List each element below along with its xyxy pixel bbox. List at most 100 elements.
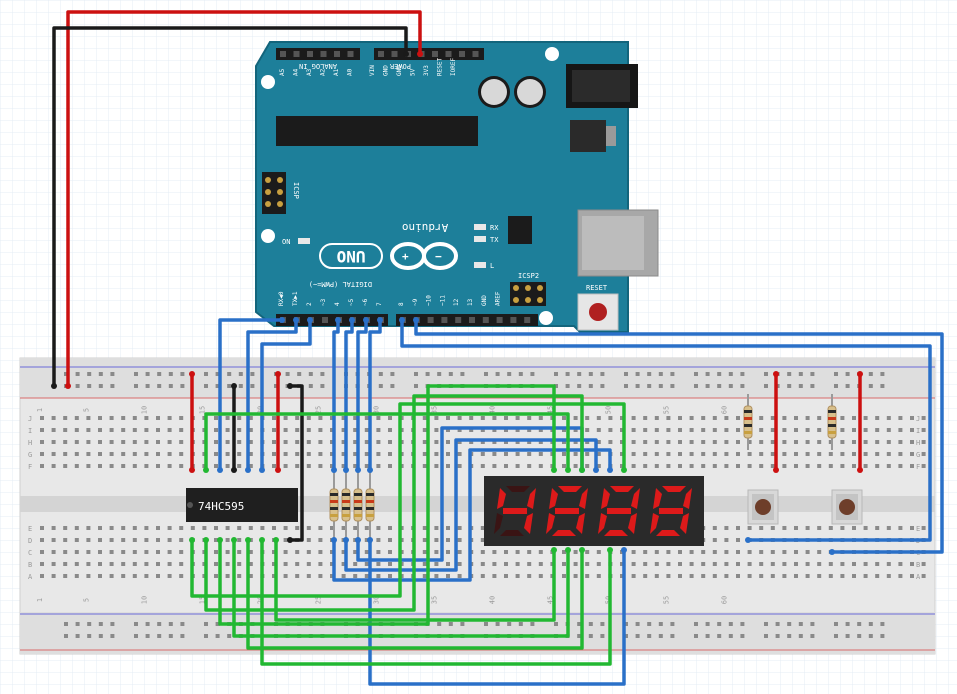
uno-label: UNO <box>337 247 366 266</box>
breadboard-hole <box>527 428 532 432</box>
breadboard-hole <box>620 428 624 432</box>
rail-hole <box>204 622 208 626</box>
breadboard-hole <box>179 562 184 566</box>
breadboard-hole <box>747 562 752 566</box>
reset-label: RESET <box>586 284 608 292</box>
breadboard-hole <box>121 526 126 530</box>
rail-hole <box>134 622 138 626</box>
breadboard-hole <box>295 440 300 444</box>
resistor <box>329 470 339 540</box>
breadboard-hole <box>74 464 79 468</box>
breadboard-hole <box>805 464 810 468</box>
breadboard-hole <box>805 452 810 456</box>
segment-a <box>506 486 530 492</box>
breadboard-hole <box>910 416 914 420</box>
rail-hole <box>134 384 138 388</box>
breadboard-hole <box>480 428 485 432</box>
segment-a <box>610 486 634 492</box>
breadboard-hole <box>469 416 474 420</box>
breadboard-hole <box>63 416 68 420</box>
segment-f <box>653 488 662 509</box>
rail-hole <box>87 634 92 638</box>
breadboard-hole <box>504 574 508 578</box>
breadboard-hole <box>237 562 242 566</box>
breadboard-hole <box>770 452 775 456</box>
breadboard-hole <box>364 526 369 530</box>
rail-hole <box>880 622 885 626</box>
breadboard-hole <box>156 538 160 542</box>
breadboard-hole <box>608 428 613 432</box>
breadboard-hole <box>330 428 334 432</box>
breadboard-hole <box>74 526 79 530</box>
breadboard-hole <box>631 440 636 444</box>
rail-hole <box>530 372 535 376</box>
breadboard-hole <box>770 440 775 444</box>
breadboard-hole <box>596 574 601 578</box>
breadboard-hole <box>63 538 68 542</box>
breadboard-hole <box>620 562 624 566</box>
breadboard-hole <box>248 562 253 566</box>
rail-hole <box>658 634 663 638</box>
breadboard-hole <box>794 452 798 456</box>
breadboard-hole <box>608 416 613 420</box>
breadboard-hole <box>376 428 381 432</box>
breadboard-hole <box>863 574 868 578</box>
rail-hole <box>378 384 383 388</box>
segment-b <box>527 488 536 509</box>
rail-hole <box>320 384 325 388</box>
breadboard-hole <box>318 550 323 554</box>
breadboard-hole <box>492 452 497 456</box>
breadboard-hole <box>759 550 764 554</box>
rail-hole <box>798 622 803 626</box>
power-label: POWER <box>389 62 411 70</box>
breadboard-hole <box>190 526 195 530</box>
resistor <box>341 470 351 540</box>
chip-notch <box>187 502 193 508</box>
rail-hole <box>577 634 582 638</box>
rail-hole <box>647 384 652 388</box>
rail-hole <box>868 622 873 626</box>
breadboard-hole <box>562 416 566 420</box>
breadboard-hole <box>306 550 311 554</box>
breadboard-hole <box>921 526 926 530</box>
rail-hole <box>834 634 838 638</box>
rail-hole <box>857 634 862 638</box>
column-number: 5 <box>82 408 90 412</box>
breadboard-hole <box>132 538 137 542</box>
breadboard-hole <box>875 440 880 444</box>
breadboard-hole <box>434 452 439 456</box>
segment-f <box>601 488 610 509</box>
reset-button[interactable] <box>577 293 619 331</box>
arduino-label: Arduino <box>402 221 448 234</box>
breadboard-hole <box>225 562 230 566</box>
breadboard-hole <box>283 562 288 566</box>
breadboard-hole <box>782 464 787 468</box>
reset-button-cap[interactable] <box>589 303 607 321</box>
breadboard-hole <box>341 416 346 420</box>
push-button[interactable] <box>747 489 779 525</box>
breadboard-hole <box>724 428 729 432</box>
breadboard-hole <box>805 562 810 566</box>
rail-hole <box>390 384 395 388</box>
breadboard-hole <box>237 440 242 444</box>
breadboard-hole <box>631 428 636 432</box>
push-button[interactable] <box>831 489 863 525</box>
rail-hole <box>110 384 115 388</box>
breadboard-hole <box>747 574 752 578</box>
breadboard-hole <box>712 416 717 420</box>
breadboard-hole <box>51 526 56 530</box>
usb-connector-inner <box>582 216 644 270</box>
breadboard-hole <box>364 464 369 468</box>
column-number: 15 <box>198 406 206 414</box>
rail-hole <box>728 622 733 626</box>
breadboard-hole <box>770 574 775 578</box>
breadboard-hole <box>283 574 288 578</box>
breadboard-hole <box>422 428 427 432</box>
breadboard-hole <box>515 428 520 432</box>
breadboard-hole <box>457 538 462 542</box>
breadboard-hole <box>480 526 485 530</box>
rail-hole <box>880 384 885 388</box>
breadboard-hole <box>910 574 914 578</box>
breadboard-hole <box>886 562 891 566</box>
analog-pin-label: A1 <box>333 68 340 76</box>
